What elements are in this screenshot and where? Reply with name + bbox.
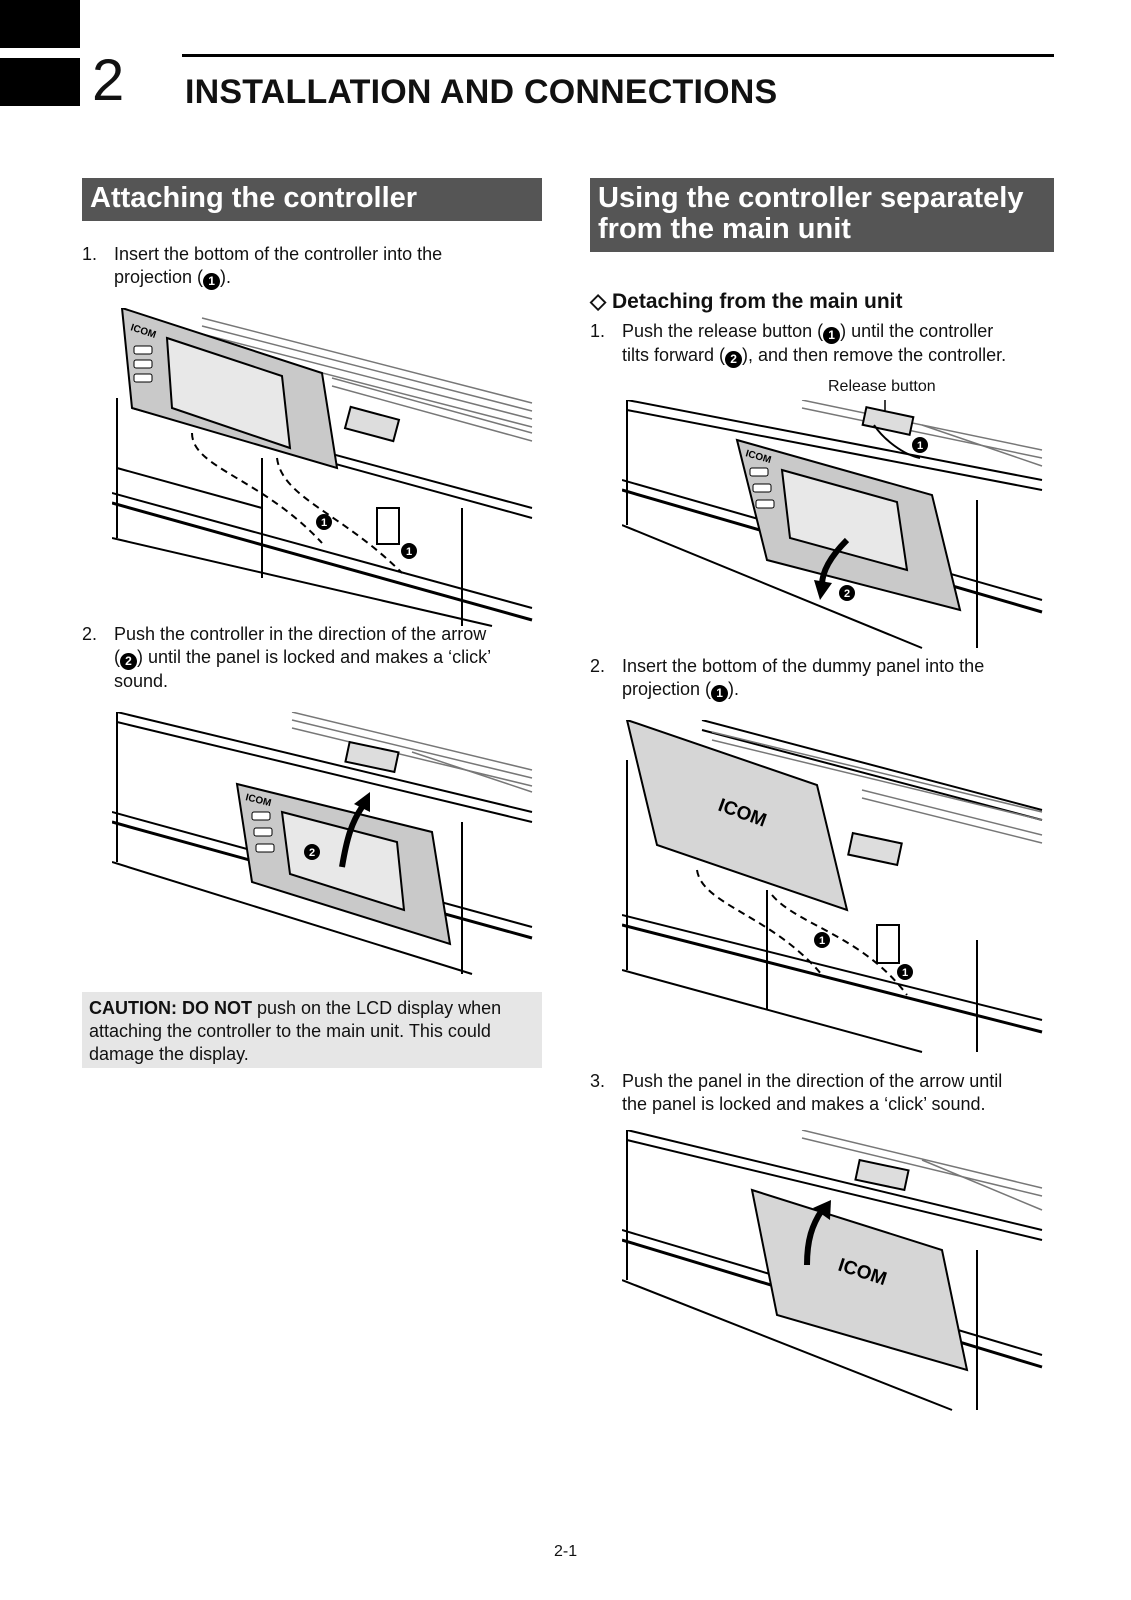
step-text: Insert the bottom of the controller into…: [114, 244, 443, 290]
marker-1-icon: 1: [897, 964, 913, 980]
figure-insert-controller: ICOM 1 1: [112, 308, 533, 627]
section-heading-separately: Using the controller separately from the…: [590, 178, 1054, 252]
step-number: 3.: [590, 1071, 606, 1091]
step-text: Insert the bottom of the dummy panel int…: [622, 656, 985, 702]
svg-text:1: 1: [321, 517, 327, 529]
marker-1-icon: 1: [401, 543, 417, 559]
step-number: 2.: [82, 624, 98, 644]
caution-label: CAUTION: DO NOT: [89, 998, 252, 1018]
section-heading-attaching: Attaching the controller: [82, 178, 542, 221]
marker-2: 2: [120, 653, 137, 670]
svg-text:2: 2: [309, 847, 315, 859]
figure-detach-controller: 1 ICOM 2: [622, 400, 1043, 649]
step-number: 2.: [590, 656, 606, 676]
marker-1-icon: 1: [814, 932, 830, 948]
marker-2-icon: 2: [304, 844, 320, 860]
figure-push-dummy-panel: ICOM: [622, 1130, 1043, 1411]
svg-text:1: 1: [819, 935, 825, 947]
chapter-title: INSTALLATION AND CONNECTIONS: [185, 73, 778, 111]
svg-text:1: 1: [406, 546, 412, 558]
step-number: 1.: [82, 244, 98, 264]
finger-press-icon: 1: [873, 424, 928, 459]
right-step-2: 2. Insert the bottom of the dummy panel …: [590, 655, 1060, 703]
caution-box: CAUTION: DO NOT push on the LCD display …: [82, 992, 542, 1068]
marker-1-icon: 1: [316, 514, 332, 530]
right-step-3: 3. Push the panel in the direction of th…: [590, 1070, 1060, 1118]
step-text: Push the release button (1) until the co…: [622, 321, 1007, 368]
title-rule: [182, 54, 1054, 57]
marker-1: 1: [711, 685, 729, 702]
svg-text:2: 2: [844, 588, 850, 600]
chapter-tab-top: [0, 0, 80, 48]
step-number: 1.: [590, 321, 606, 341]
right-step-1: 1. Push the release button (1) until the…: [590, 320, 1060, 368]
svg-text:1: 1: [902, 967, 908, 979]
controller-panel: ICOM: [120, 308, 339, 470]
step-text: Push the panel in the direction of the a…: [622, 1071, 1003, 1114]
page-number: 2-1: [554, 1543, 578, 1560]
subheading-detaching: ◇ Detaching from the main unit: [590, 290, 903, 313]
chapter-number: 2: [92, 48, 125, 113]
chapter-tab-bottom: [0, 58, 80, 106]
marker-1: 1: [823, 327, 841, 344]
step-text: Push the controller in the direction of …: [114, 624, 492, 691]
release-button-caption: Release button: [828, 378, 936, 395]
svg-text:1: 1: [917, 440, 923, 452]
marker-2: 2: [725, 351, 743, 368]
diamond-icon: ◇: [590, 290, 607, 313]
dummy-panel: ICOM: [625, 720, 849, 912]
figure-push-controller: ICOM 2: [112, 712, 533, 975]
left-step-2: 2. Push the controller in the direction …: [82, 623, 552, 695]
marker-1: 1: [203, 273, 221, 290]
left-step-1: 1. Insert the bottom of the controller i…: [82, 243, 552, 291]
figure-insert-dummy-panel: ICOM 1 1: [622, 720, 1043, 1053]
marker-2-icon: 2: [839, 585, 855, 601]
